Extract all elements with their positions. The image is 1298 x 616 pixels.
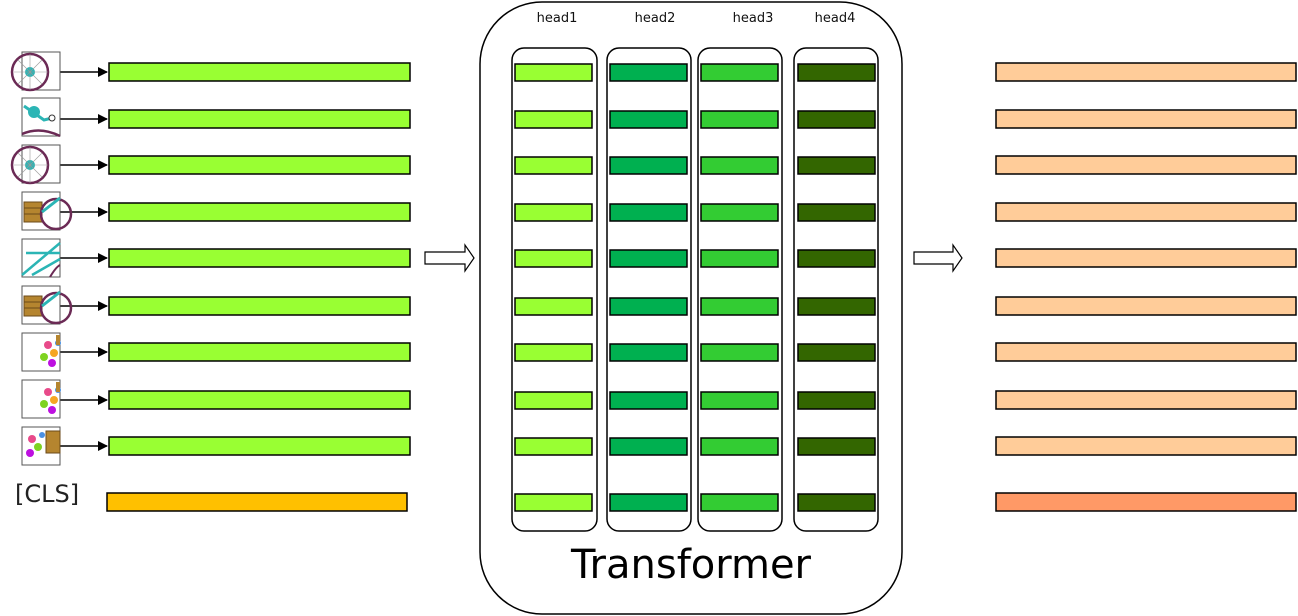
wheel-icon (10, 144, 61, 185)
wheel-icon (10, 51, 61, 92)
flowers-basket-icon (21, 426, 61, 466)
output-token (995, 436, 1297, 456)
patch-token (108, 390, 411, 410)
transformer-label: Transformer (570, 542, 812, 588)
head3-token (700, 156, 779, 175)
basket-wheel-icon (21, 191, 73, 231)
head1-token (514, 156, 593, 175)
head1-token (514, 110, 593, 129)
output-token (995, 202, 1297, 222)
head2-token (609, 203, 688, 222)
output-token (995, 248, 1297, 268)
head3-token (700, 391, 779, 410)
patch-token (108, 202, 411, 222)
head2-column (606, 47, 692, 532)
head3-token (700, 343, 779, 362)
head4-token (797, 343, 876, 362)
head3-token (700, 493, 779, 512)
head1-token (514, 249, 593, 268)
head2-token (609, 156, 688, 175)
head4-token (797, 391, 876, 410)
cls-label: [CLS] (15, 480, 80, 508)
patch-token (108, 62, 411, 82)
head3-token (700, 203, 779, 222)
output-cls-token (995, 492, 1297, 512)
head2-token (609, 493, 688, 512)
patch-token (108, 155, 411, 175)
head1-label: head1 (536, 11, 578, 26)
head4-token (797, 437, 876, 456)
input-arrows (60, 67, 108, 451)
transformer-to-output-arrow (913, 243, 963, 273)
output-token (995, 155, 1297, 175)
head1-column (511, 47, 598, 532)
head4-token (797, 249, 876, 268)
head1-token (514, 391, 593, 410)
patch-token (108, 248, 411, 268)
head4-token (797, 203, 876, 222)
head2-label: head2 (634, 11, 676, 26)
transformer-box (479, 1, 903, 615)
head2-token (609, 391, 688, 410)
head2-token (609, 249, 688, 268)
patch-token (108, 296, 411, 316)
patch-icons (10, 51, 73, 466)
head4-token (797, 297, 876, 316)
head1-token (514, 297, 593, 316)
output-token (995, 342, 1297, 362)
head3-token (700, 63, 779, 82)
output-token (995, 296, 1297, 316)
output-token (995, 62, 1297, 82)
head4-token (797, 63, 876, 82)
flowers-icon (21, 379, 61, 419)
input-tokens (106, 62, 411, 512)
head1-token (514, 63, 593, 82)
basket-wheel-icon (21, 285, 73, 325)
flowers-icon (21, 332, 61, 372)
head4-token (797, 156, 876, 175)
head4-token (797, 493, 876, 512)
head3-token (700, 437, 779, 456)
head2-token (609, 343, 688, 362)
head2-token (609, 437, 688, 456)
head1-token (514, 437, 593, 456)
output-token (995, 390, 1297, 410)
head3-label: head3 (732, 11, 774, 26)
patch-token (108, 436, 411, 456)
head4-token (797, 110, 876, 129)
head2-token (609, 297, 688, 316)
head3-column (697, 47, 783, 532)
head-tokens (514, 63, 876, 512)
head1-token (514, 203, 593, 222)
head3-token (700, 297, 779, 316)
head1-token (514, 493, 593, 512)
cls-token (106, 492, 408, 512)
head1-token (514, 343, 593, 362)
head2-token (609, 110, 688, 129)
input-to-transformer-arrow (424, 243, 475, 273)
bike-front-icon (21, 97, 61, 138)
head2-token (609, 63, 688, 82)
head3-token (700, 249, 779, 268)
head3-token (700, 110, 779, 129)
head4-column (793, 47, 879, 532)
patch-token (108, 109, 411, 129)
output-token (995, 109, 1297, 129)
head4-label: head4 (814, 11, 856, 26)
patch-token (108, 342, 411, 362)
bike-frame-icon (21, 238, 61, 278)
output-tokens (995, 62, 1297, 512)
